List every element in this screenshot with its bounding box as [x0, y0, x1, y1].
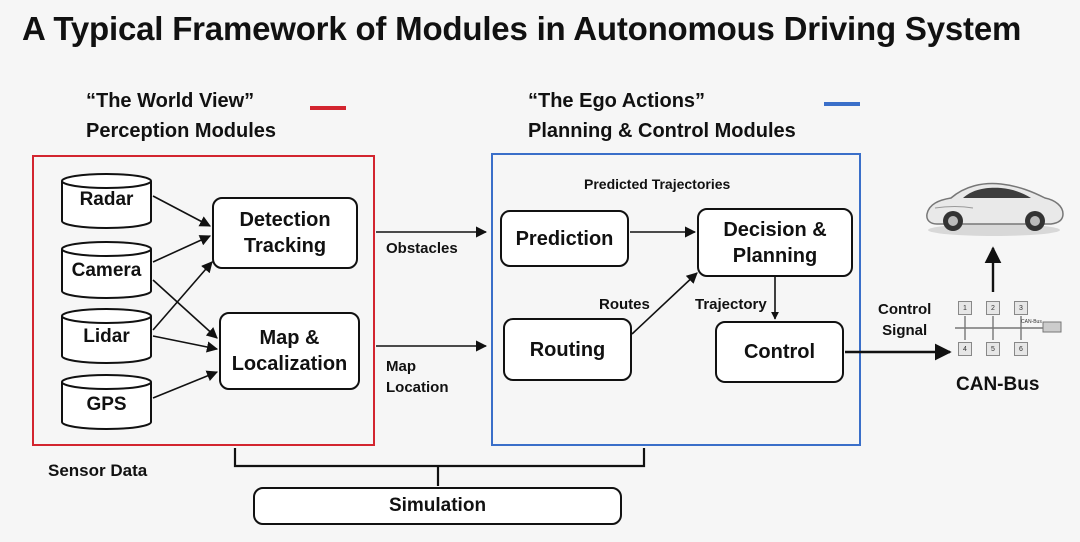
map-location-label: Map Location [386, 358, 449, 396]
decision-planning-label: Decision & Planning [723, 218, 827, 267]
map-localization-node: Map & Localization [219, 312, 360, 390]
detection-tracking-label: Detection Tracking [239, 209, 331, 257]
obstacles-label: Obstacles [386, 240, 458, 257]
sports-car-icon [926, 182, 1064, 236]
can-bus-wires [955, 316, 1062, 340]
database-cylinder-icon [61, 241, 152, 299]
routing-node: Routing [503, 318, 632, 381]
trajectory-label: Trajectory [695, 296, 767, 313]
can-key: 4 [958, 342, 972, 356]
lidar-label: Lidar [83, 326, 130, 347]
camera-to-map-arrow [152, 279, 218, 339]
routing-label: Routing [529, 338, 606, 361]
routing-to-decision-arrow [631, 272, 698, 335]
planning-legend-line [824, 102, 860, 106]
control-node: Control [715, 321, 844, 383]
perception-title: Perception Modules [86, 120, 277, 142]
can-key: 1 [958, 301, 972, 315]
gps-label: GPS [86, 394, 127, 415]
perception-quote: “The World View” [86, 90, 255, 112]
database-cylinder-icon [61, 308, 152, 364]
prediction-label: Prediction [515, 227, 614, 250]
perception-panel [32, 155, 375, 446]
detection-tracking-node: Detection Tracking [212, 197, 358, 269]
lidar-to-detection-arrow [152, 261, 213, 331]
planning-title: Planning & Control Modules [528, 120, 796, 142]
lidar-sensor: Lidar [60, 307, 153, 365]
radar-to-detection-arrow [152, 195, 211, 227]
simulation-node: Simulation [253, 487, 622, 525]
radar-label: Radar [79, 189, 134, 210]
can-key: 5 [986, 342, 1000, 356]
page-title: A Typical Framework of Modules in Autono… [22, 10, 1022, 47]
simulation-label: Simulation [388, 495, 487, 516]
camera-label: Camera [71, 260, 142, 281]
can-key: 3 [1014, 301, 1028, 315]
planning-quote: “The Ego Actions” [528, 90, 706, 112]
camera-to-detection-arrow [152, 235, 212, 263]
camera-sensor: Camera [60, 240, 153, 300]
decision-planning-node: Decision & Planning [697, 208, 853, 277]
sensor-data-caption: Sensor Data [48, 461, 148, 480]
can-key: 2 [986, 301, 1000, 315]
map-localization-label: Map & Localization [231, 327, 348, 375]
predicted-trajectories-label: Predicted Trajectories [584, 176, 731, 192]
database-cylinder-icon [61, 374, 152, 430]
can-key: 6 [1014, 342, 1028, 356]
perception-legend-line [310, 106, 346, 110]
control-signal-label: Control Signal [878, 301, 932, 339]
prediction-node: Prediction [500, 210, 629, 267]
routes-label: Routes [599, 296, 650, 313]
database-cylinder-icon [61, 173, 152, 229]
planning-panel [491, 153, 861, 446]
control-label: Control [743, 341, 816, 363]
radar-sensor: Radar [60, 172, 153, 230]
lidar-to-map-arrow [152, 335, 219, 353]
can-bus-icon: 1 2 3 4 5 6 CAN-Bus [951, 297, 1071, 359]
simulation-bracket [233, 448, 646, 468]
gps-to-map-arrow [152, 370, 219, 399]
can-bus-tag: CAN-Bus [1021, 319, 1042, 325]
can-bus-label: CAN-Bus [956, 374, 1040, 395]
gps-sensor: GPS [60, 373, 153, 431]
